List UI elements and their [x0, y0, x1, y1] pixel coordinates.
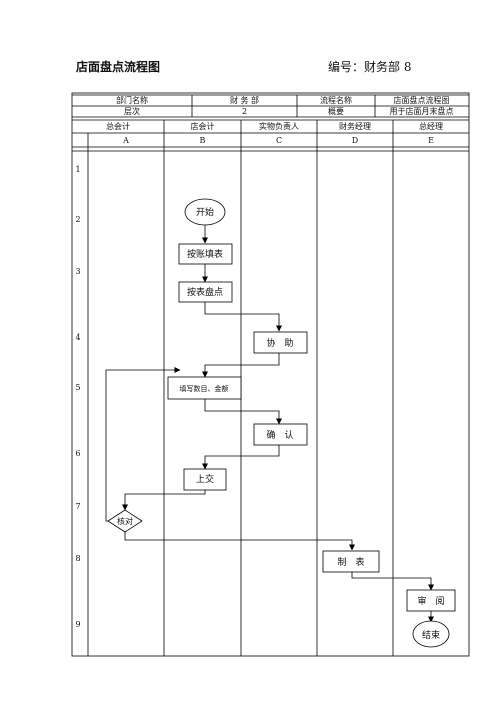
connector-fill-amount-to-confirm [204, 399, 282, 425]
row-number: 5 [75, 382, 81, 392]
make-report-node [322, 550, 380, 573]
column-header-a: A [123, 136, 129, 145]
row-number: 7 [75, 501, 81, 511]
row-number: 3 [75, 266, 81, 276]
role-header-e: 总经理 [419, 122, 443, 131]
column-header-e: E [428, 136, 434, 145]
row-number: 6 [75, 448, 81, 458]
fill-book-node [178, 243, 233, 265]
submit-node [183, 468, 227, 491]
connector-check-to-make-report [124, 532, 355, 551]
review-label: 审 阅 [417, 595, 444, 607]
role-header-d: 财务经理 [339, 122, 371, 131]
dept-value: 财 务 部 [229, 96, 260, 105]
check-decision-node [107, 509, 143, 533]
role-header-a: 总会计 [106, 122, 130, 131]
level-label: 层次 [124, 107, 140, 116]
count-node [178, 281, 233, 303]
dept-label: 部门名称 [116, 96, 148, 105]
document-code: 编号：财务部 8 [328, 60, 412, 74]
role-header-b: 店会计 [190, 122, 215, 131]
process-value: 店面盘点流程图 [393, 96, 450, 105]
confirm-node [253, 423, 308, 446]
assist-label: 协 助 [266, 337, 293, 349]
confirm-label: 确 认 [266, 429, 293, 441]
count-label: 按表盘点 [187, 286, 223, 298]
connector-confirm-to-submit [202, 445, 280, 470]
column-header-c: C [275, 136, 283, 145]
submit-label: 上交 [196, 473, 214, 485]
fill-book-label: 按账填表 [187, 248, 223, 260]
end-node [412, 620, 450, 648]
row-number: 4 [75, 332, 81, 342]
row-number: 8 [75, 553, 81, 563]
start-label: 开始 [196, 206, 214, 218]
assist-node [253, 331, 308, 354]
check-label: 核对 [117, 516, 133, 526]
connector-submit-to-check [122, 490, 206, 511]
start-node [184, 198, 226, 226]
connector-make-report-to-review [351, 572, 434, 591]
make-report-label: 制 表 [337, 556, 364, 568]
column-header-b: B [199, 136, 206, 145]
page-title: 店面盘点流程图 [76, 60, 161, 74]
connector-assist-to-fill-amount [202, 353, 280, 378]
row-number: 9 [75, 619, 81, 629]
connector-check-loop-back [105, 367, 181, 522]
flow-connectors [105, 225, 434, 623]
summary-label: 概要 [328, 107, 344, 116]
table-grid [71, 92, 470, 657]
role-header-c: 实物负责人 [259, 122, 299, 131]
column-header-d: D [351, 136, 359, 145]
end-label: 结束 [422, 629, 440, 641]
review-node [406, 589, 456, 612]
row-number: 1 [75, 164, 81, 174]
fill-amount-label: 填写数目、金额 [180, 384, 229, 393]
process-label: 流程名称 [320, 96, 352, 105]
connector-count-to-assist [204, 302, 282, 332]
level-value: 2 [241, 107, 248, 116]
summary-value: 用于店面月末盘点 [389, 107, 454, 116]
row-number: 2 [75, 214, 81, 224]
fill-amount-node [167, 376, 242, 400]
